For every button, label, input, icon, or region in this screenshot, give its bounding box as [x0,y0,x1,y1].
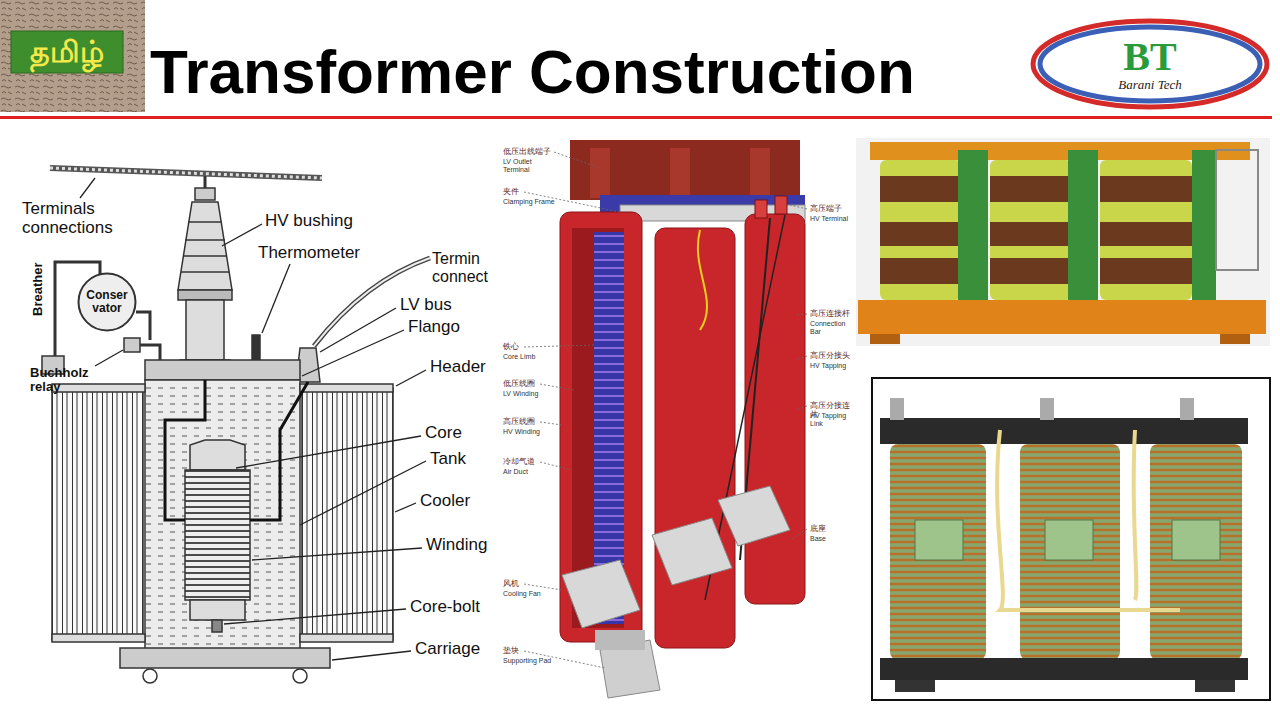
title-rule [0,116,1272,119]
part-label-small: Air Duct [503,468,555,476]
title: Transformer Construction [150,38,1020,106]
part-label: Winding [426,536,490,555]
node-text: Conser vator [82,289,132,314]
node-text: தமிழ் [30,36,104,68]
part-label-small: 高压端子 [810,205,854,214]
part-label-small: 高压线圈 [503,418,555,427]
part-label-small: Cooling Fan [503,590,555,598]
leader-lines [80,178,426,660]
part-label: Termin connect [432,250,490,285]
transformer-photo [872,378,1270,700]
part-label-small: Connection Bar [810,320,854,335]
part-label-small: 高压分接头 [810,352,854,361]
oil-transformer [42,168,430,683]
node-content: தமிழ் [10,30,124,74]
part-label-small: 夹件 [503,188,555,197]
part-label-small: HV Tapping [810,362,854,370]
part-label-small: 铁心 [503,343,555,352]
part-label: Flango [408,318,488,337]
part-label-small: 高压连接杆 [810,310,854,319]
part-label: HV bushing [265,212,375,231]
part-label: Buchholz relay [30,366,110,395]
leader-lines [524,152,807,668]
stone-image [0,0,145,112]
part-label: Core-bolt [410,598,488,617]
node-text: BT [1123,36,1176,78]
transformer-photo [856,138,1270,346]
part-label: Core [425,424,485,443]
part-label: LV bus [400,296,488,315]
part-label: Thermometer [258,244,368,263]
node-subtext: Barani Tech [1118,78,1181,92]
part-label-small: LV Outlet Terminal [503,158,555,173]
part-label-small: HV Terminal [810,215,854,223]
dry-type-transformer [560,140,805,698]
part-label-small: 风机 [503,580,555,589]
part-label-small: 垫块 [503,647,555,656]
node-content: BTBarani Tech [1030,18,1270,110]
part-label-small: 低压线圈 [503,380,555,389]
part-label-small: 底座 [810,525,854,534]
part-label-small: Clamping Frame [503,198,555,206]
part-label: Carriage [415,640,489,659]
part-label-small: Base [810,535,854,543]
part-label-small: LV Winding [503,390,555,398]
part-label: Tank [430,450,485,469]
part-label: Header [430,358,488,377]
part-label-small: HV Winding [503,428,555,436]
part-label-small: Core Limb [503,353,555,361]
node-content: Conser vator [77,272,137,332]
conservator-tank: Conser vator [77,272,137,332]
language-badge: தமிழ் [10,30,124,74]
part-label: Breather [31,259,45,319]
part-label-small: Supporting Pad [503,657,555,665]
part-label: Terminals connections [22,200,132,237]
part-label-small: 低压出线端子 [503,148,555,157]
part-label: Cooler [420,492,485,511]
logo-oval: BTBarani Tech [1030,18,1270,110]
part-label-small: HV Tapping Link [810,412,854,427]
part-label-small: 冷却气道 [503,458,555,467]
